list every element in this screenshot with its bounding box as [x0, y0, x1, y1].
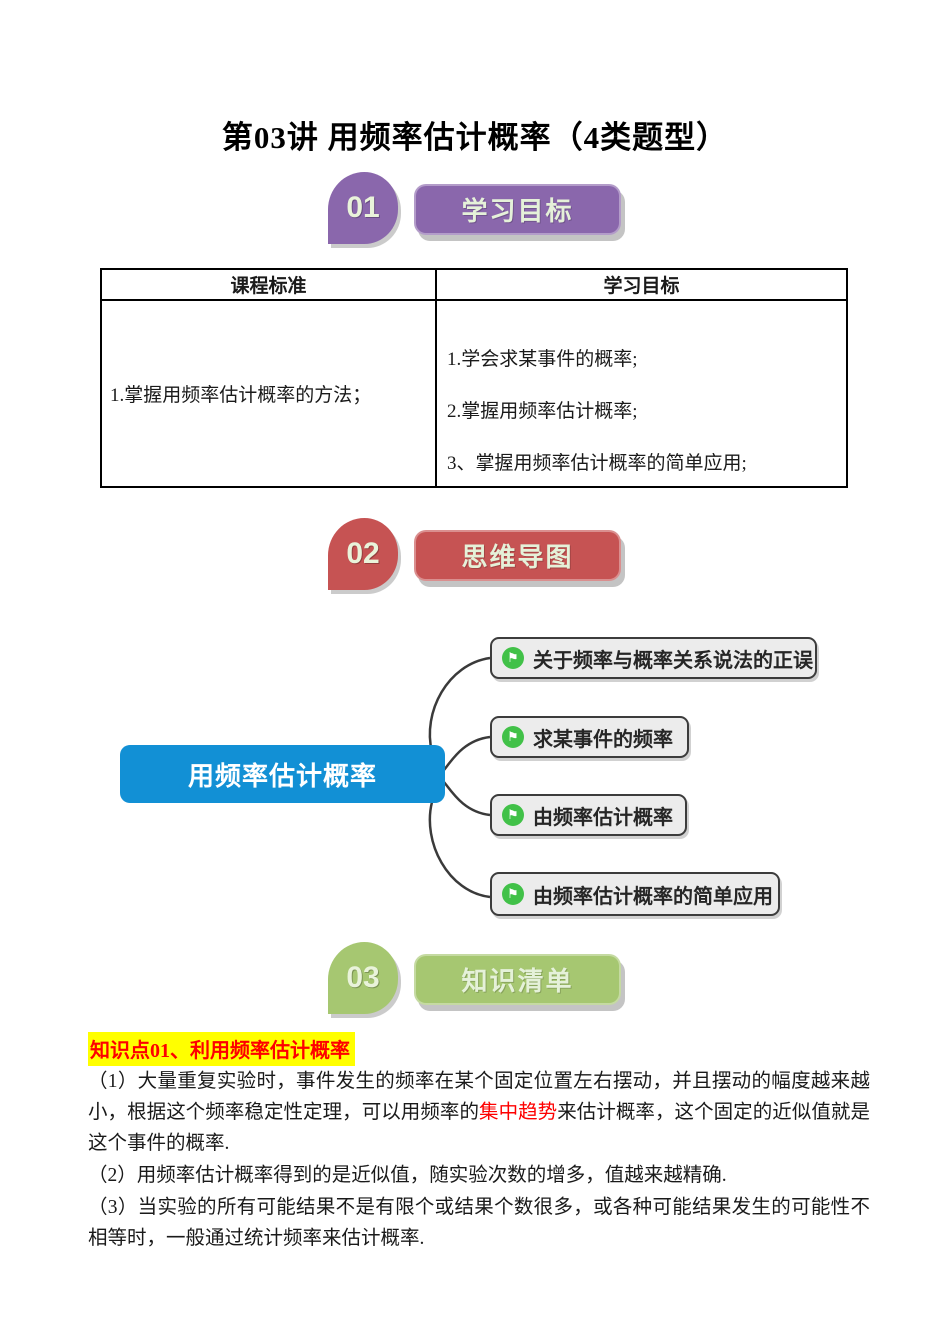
mindmap-branch-label: 由频率估计概率 [533, 806, 673, 829]
paragraph-text: （1）大量重复实验时，事件发生的频率在某个固定位置左右摆动，并且摆动的幅度越来越… [88, 1071, 870, 1123]
section-header-mindmap: 02 思维导图 [328, 518, 628, 598]
section-number: 03 [346, 961, 380, 994]
flag-icon: ⚑ [502, 647, 524, 669]
knowledge-point-body: （1）大量重复实验时，事件发生的频率在某个固定位置左右摆动，并且摆动的幅度越来越… [88, 1066, 870, 1255]
section-number-badge: 01 [328, 172, 398, 244]
table-cell-learning-goals: 1.学会求某事件的概率; 2.掌握用频率估计概率; 3、掌握用频率估计概率的简单… [435, 299, 848, 488]
section-number: 01 [346, 191, 380, 224]
section-pill-knowledge: 知识清单 [414, 954, 621, 1005]
mindmap-branch-node: ⚑ 由频率估计概率的简单应用 [490, 872, 780, 916]
section-number: 02 [346, 537, 380, 570]
goal-line: 3、掌握用频率估计概率的简单应用; [447, 452, 747, 474]
mindmap-branch-label: 由频率估计概率的简单应用 [533, 885, 773, 908]
knowledge-point-heading: 知识点01、利用频率估计概率 [88, 1032, 355, 1066]
flag-icon: ⚑ [502, 883, 524, 905]
paragraph-text: 来估计概率，这个固定的近似值就是这个事件的概率. [88, 1102, 870, 1154]
knowledge-paragraph-2: （2）用频率估计概率得到的是近似值，随实验次数的增多，值越来越精确. [88, 1165, 727, 1186]
section-number-badge: 03 [328, 942, 398, 1014]
mindmap-root-label: 用频率估计概率 [187, 760, 377, 791]
mindmap-connector-lines [428, 656, 491, 899]
table-header-learning-goal: 学习目标 [435, 268, 848, 301]
knowledge-paragraph-1: （1）大量重复实验时，事件发生的频率在某个固定位置左右摆动，并且摆动的幅度越来越… [88, 1066, 870, 1159]
goal-line: 2.掌握用频率估计概率; [447, 400, 638, 422]
objectives-table: 课程标准 学习目标 1.掌握用频率估计概率的方法； 1.学会求某事件的概率; 2… [100, 268, 848, 488]
mindmap-branch-label: 关于频率与概率关系说法的正误 [533, 649, 813, 672]
table-header-course-standard: 课程标准 [100, 268, 437, 301]
knowledge-paragraph-3: （3）当实验的所有可能结果不是有限个或结果个数很多，或各种可能结果发生的可能性不… [88, 1197, 870, 1249]
flag-icon: ⚑ [502, 804, 524, 826]
flag-icon: ⚑ [502, 726, 524, 748]
section-pill-objectives: 学习目标 [414, 184, 621, 235]
section-label: 知识清单 [461, 966, 574, 996]
page-title: 第03讲 用频率估计概率（4类题型） [221, 120, 729, 155]
mindmap-branch-label: 求某事件的频率 [533, 728, 673, 751]
section-pill-mindmap: 思维导图 [414, 530, 621, 581]
mindmap-root-node: 用频率估计概率 [120, 745, 445, 803]
section-header-knowledge: 03 知识清单 [328, 942, 628, 1022]
goal-line: 1.学会求某事件的概率; [447, 348, 638, 370]
mindmap: 用频率估计概率 ⚑ 关于频率与概率关系说法的正误 ⚑ 求某事件的频率 ⚑ 由频率… [0, 615, 950, 940]
section-label: 学习目标 [461, 196, 574, 226]
mindmap-branch-node: ⚑ 由频率估计概率 [490, 794, 687, 836]
table-cell-course-standard: 1.掌握用频率估计概率的方法； [100, 299, 437, 488]
highlighted-term: 集中趋势 [479, 1102, 558, 1123]
mindmap-branch-node: ⚑ 关于频率与概率关系说法的正误 [490, 637, 817, 679]
section-label: 思维导图 [461, 542, 574, 572]
mindmap-branch-node: ⚑ 求某事件的频率 [490, 716, 689, 758]
section-header-objectives: 01 学习目标 [328, 172, 628, 252]
section-number-badge: 02 [328, 518, 398, 590]
